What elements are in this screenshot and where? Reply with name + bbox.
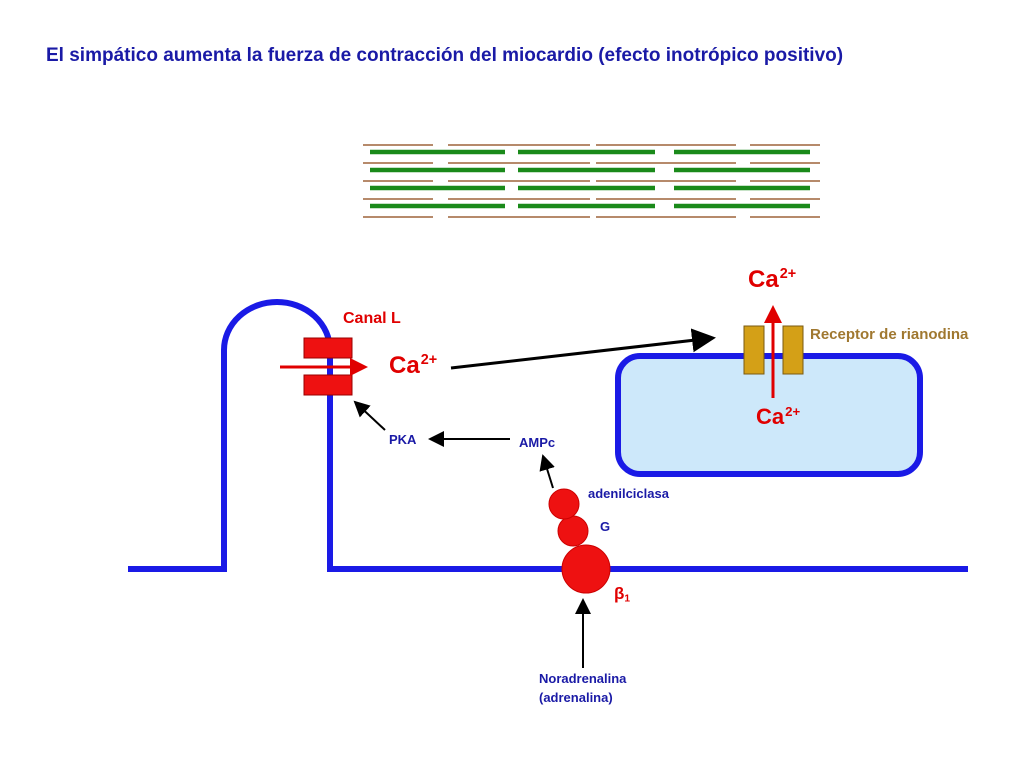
myosin-filaments bbox=[370, 149, 810, 209]
g-protein bbox=[557, 515, 589, 547]
sarcoplasmic-reticulum bbox=[615, 353, 923, 477]
ryanodine-receptor bbox=[743, 325, 804, 375]
ampc-label: AMPc bbox=[519, 435, 556, 450]
ca-released-label: Ca2+ bbox=[748, 266, 797, 293]
pka-label: PKA bbox=[389, 432, 417, 447]
ryanodine-receptor-label: Receptor de rianodina bbox=[810, 326, 969, 343]
pka-to-channel-arrow bbox=[353, 400, 386, 431]
canal-l-label: Canal L bbox=[343, 310, 401, 327]
trigger-arrow bbox=[450, 328, 716, 370]
adenylcyclase-label: adenilciclasa bbox=[588, 486, 669, 501]
l-type-channel bbox=[303, 337, 353, 396]
sarcomere bbox=[363, 144, 820, 218]
noradrenaline-label: Noradrenalina(adrenalina) bbox=[539, 671, 627, 705]
beta1-label: β1 bbox=[614, 584, 631, 605]
ca-entry-label: Ca2+ bbox=[389, 352, 438, 379]
cell-membrane bbox=[128, 299, 968, 572]
adenylcyclase bbox=[548, 488, 580, 520]
g-protein-label: G bbox=[600, 519, 611, 534]
ca-reticulum-label: Ca2+ bbox=[756, 404, 801, 429]
actin-filaments bbox=[363, 144, 820, 218]
adenylcyclase-to-ampc-arrow bbox=[539, 454, 555, 489]
slide-title: El simpático aumenta la fuerza de contra… bbox=[46, 45, 844, 66]
beta1-receptor bbox=[561, 544, 611, 594]
